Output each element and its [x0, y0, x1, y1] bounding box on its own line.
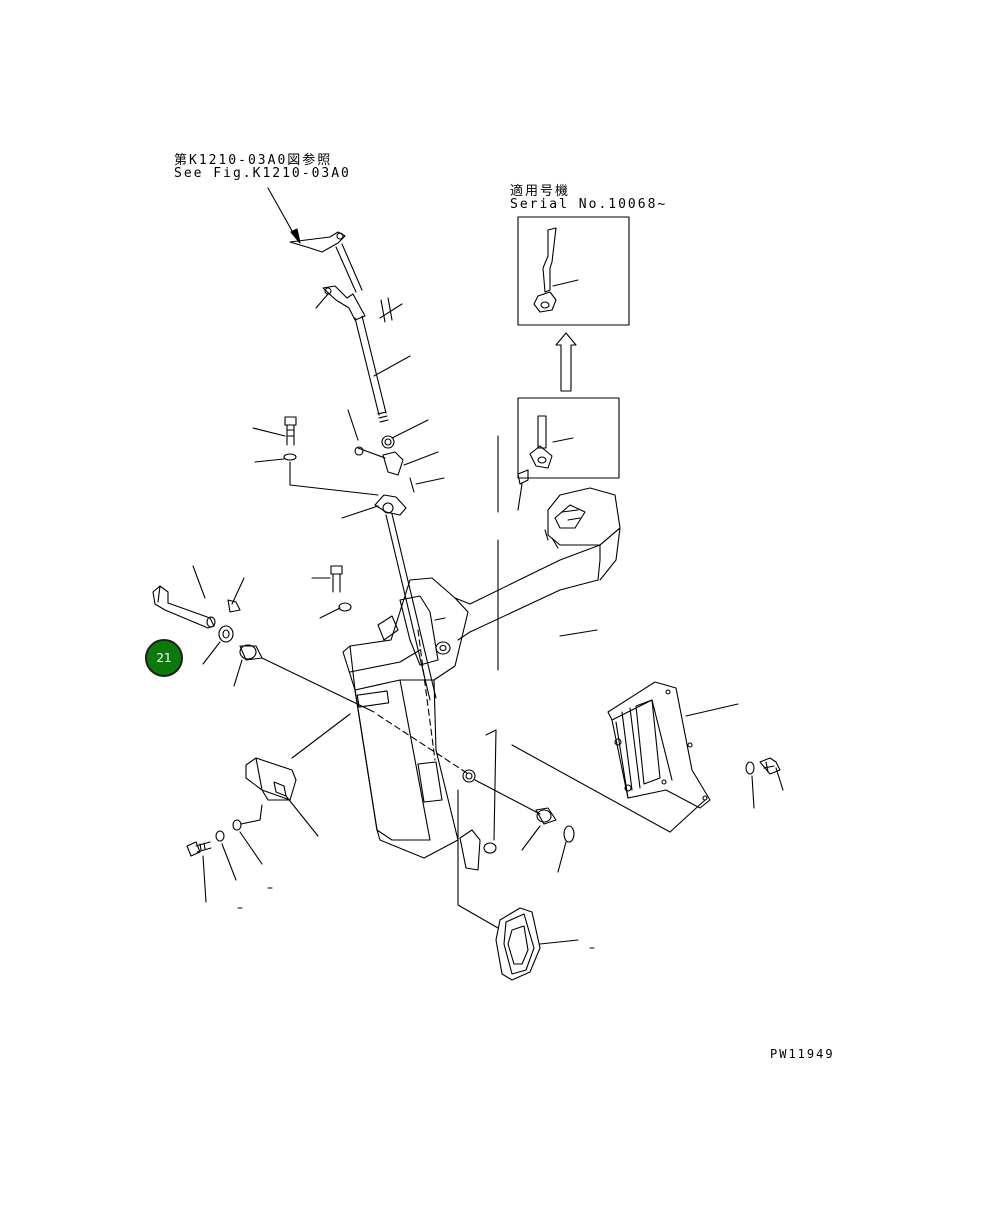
drawing-id-label: PW11949 [770, 1047, 835, 1061]
control-box [511, 681, 711, 833]
hidden-axis-line [377, 714, 471, 776]
reference-arrow [267, 187, 301, 244]
upper-rod-assembly [289, 231, 437, 701]
lower-pin-assembly [459, 729, 575, 871]
callout-badge-21[interactable]: 21 [145, 639, 183, 677]
leader-lines [192, 279, 784, 945]
inset-arrow [555, 332, 577, 392]
inset-lower [517, 397, 620, 485]
lever-arm [454, 435, 621, 671]
pedal-pad-left [245, 713, 351, 801]
bolt-washer-right [745, 757, 781, 775]
reference-en-label: See Fig.K1210-03A0 [174, 166, 351, 181]
applicable-jp-label: 適用号機 [510, 184, 571, 199]
bolt-washer-upper-left [283, 416, 379, 496]
leader-end-marks [237, 887, 595, 949]
pedal-pad-lower [457, 789, 541, 981]
pin-and-bushings-left [152, 585, 375, 713]
pedal-bracket-housing [342, 577, 469, 859]
bolt-washer-middle [330, 565, 352, 612]
serial-number-label: Serial No.10068~ [510, 197, 668, 212]
bolts-lower-left [186, 804, 263, 857]
callout-number: 21 [156, 651, 172, 665]
inset-upper [517, 216, 630, 326]
reference-jp-label: 第K1210-03A0図参照 [174, 153, 333, 168]
